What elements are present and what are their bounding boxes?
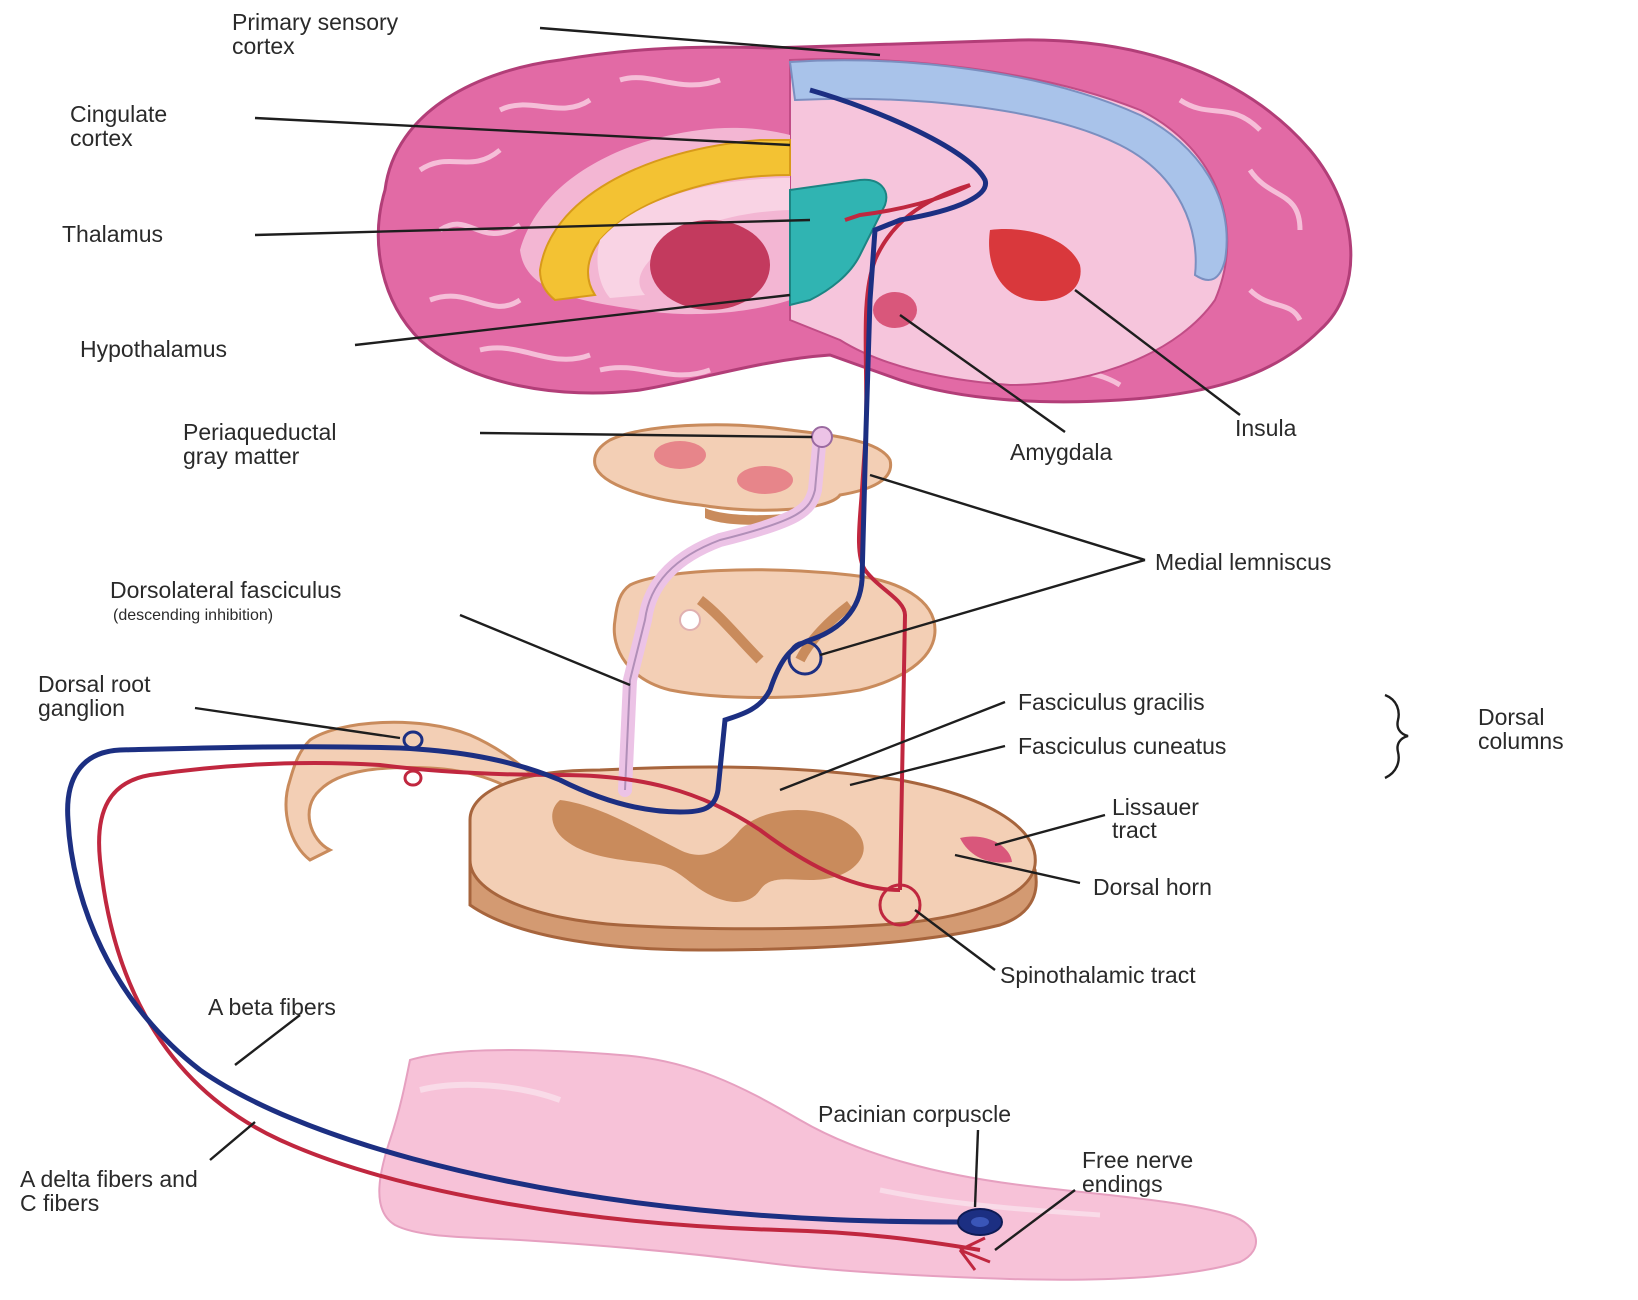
label-amygdala: Amygdala: [1010, 439, 1112, 465]
label-cingulate-cortex: Cingulate cortex: [70, 101, 174, 151]
label-lissauer-tract: Lissauer tract: [1112, 794, 1205, 843]
label-a-delta-c-fibers: A delta fibers and C fibers: [20, 1166, 204, 1216]
label-dorsolateral-fasciculus: Dorsolateral fasciculus: [110, 577, 341, 603]
label-dorsolateral-note: (descending inhibition): [113, 607, 273, 624]
label-spinothalamic-tract: Spinothalamic tract: [1000, 962, 1196, 988]
label-dorsal-root-ganglion: Dorsal root ganglion: [38, 671, 157, 721]
midbrain-section: [595, 425, 891, 525]
label-medial-lemniscus: Medial lemniscus: [1155, 549, 1331, 575]
label-dorsal-horn: Dorsal horn: [1093, 874, 1212, 900]
label-fasciculus-cuneatus: Fasciculus cuneatus: [1018, 733, 1226, 759]
spinal-cord-section: [470, 767, 1036, 950]
label-a-beta-fibers: A beta fibers: [208, 994, 336, 1020]
label-thalamus: Thalamus: [62, 221, 163, 247]
label-primary-sensory-cortex: Primary sensory cortex: [232, 9, 405, 59]
label-dorsal-columns: Dorsal columns: [1478, 704, 1564, 754]
label-hypothalamus: Hypothalamus: [80, 336, 227, 362]
label-fasciculus-gracilis: Fasciculus gracilis: [1018, 689, 1205, 715]
periaqueductal-gray-marker: [812, 427, 832, 447]
label-periaqueductal-gray-matter: Periaqueductal gray matter: [183, 419, 343, 469]
label-free-nerve-endings: Free nerve endings: [1082, 1147, 1200, 1197]
label-pacinian-corpuscle: Pacinian corpuscle: [818, 1101, 1011, 1127]
label-insula: Insula: [1235, 415, 1297, 441]
